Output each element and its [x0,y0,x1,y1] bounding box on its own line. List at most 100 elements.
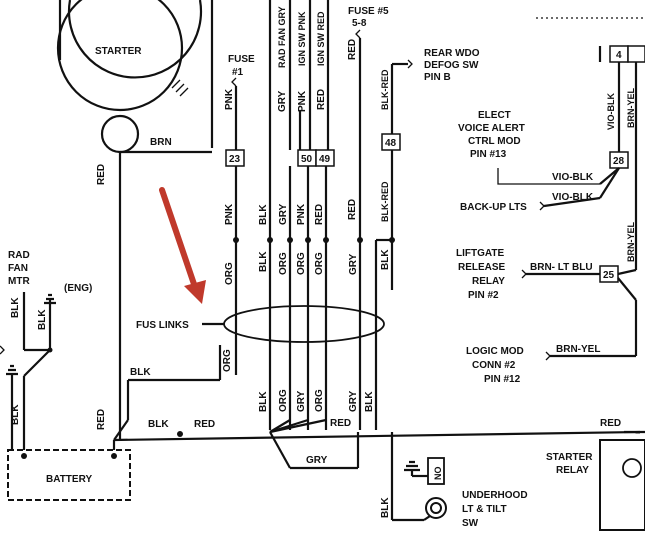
rad-fan-label-2: FAN [8,263,28,274]
fuse5-label-1: FUSE #5 [348,6,389,17]
wire-label-red-bus2: RED [330,418,351,429]
rad-fan-motor-group: RAD FAN MTR BLK BLK (ENG) BLK [6,250,92,450]
wire-label-blk-underhood: BLK [380,497,391,518]
battery-label: BATTERY [46,474,92,485]
wire-label-blk-c6b: BLK [364,391,375,412]
wire-label-red-starter: RED [96,164,107,185]
liftgate-label-3: RELAY [472,276,505,287]
elect-voice-label-4: PIN #13 [470,149,507,160]
liftgate-label-1: LIFTGATE [456,248,504,259]
battery-ground-icon [6,364,18,376]
fuse5-label-2: 5-8 [352,18,367,29]
wire-label-blk-c1: BLK [258,204,269,225]
elect-voice-label-3: CTRL MOD [468,136,521,147]
wire-label-red-relay: RED [600,418,621,429]
wire-label-pnk-fuse1: PNK [224,88,235,110]
wire-label-blk-eng: BLK [37,309,48,330]
starter-body [56,0,184,112]
wire-label-red-5: RED [347,199,358,220]
wire-label-blk-rad: BLK [10,297,21,318]
red-arrow-icon [159,187,206,304]
fus-links-label: FUS LINKS [136,320,189,331]
elect-voice-label-1: ELECT [478,110,511,121]
wire-label-blk-bat: BLK [10,404,21,425]
connector-49-label: 49 [319,154,331,165]
liftgate-label-4: PIN #2 [468,290,499,301]
wire-label-brn-yel-logic: BRN-YEL [556,344,600,355]
logic-mod-label-1: LOGIC MOD [466,346,524,357]
wire-label-pnk-c3: PNK [296,203,307,225]
connector-50-label: 50 [301,154,313,165]
wire-label-vio-blk-1: VIO-BLK [552,172,594,183]
eng-ground-label: (ENG) [64,283,92,294]
fuse1-label-1: FUSE [228,54,255,65]
wire-label-red-fuse5: RED [347,39,358,60]
rad-fan-label-1: RAD [8,250,30,261]
underhood-label-3: SW [462,518,479,529]
wire-label-blk-bus: BLK [148,419,169,430]
wire-label-org-c4b: ORG [314,389,325,412]
logic-mod-label-3: PIN #12 [484,374,521,385]
wire-label-org-c2: ORG [278,252,289,275]
rear-wdo-label-2: DEFOG SW [424,60,479,71]
wire-label-blk-c1b: BLK [258,251,269,272]
wire-label-blk-red-mid: BLK-RED [380,181,390,222]
logic-mod-label-2: CONN #2 [472,360,516,371]
starter-relay-label-2: RELAY [556,465,589,476]
wire-label-red-c4: RED [314,204,325,225]
wire-label-gry-loop: GRY [306,455,328,466]
connector-48-label: 48 [385,138,397,149]
wire-label-ign-sw-red: IGN SW RED [316,11,326,66]
rear-wdo-label-3: PIN B [424,72,451,83]
underhood-switch: NO [404,457,447,521]
underhood-label-2: LT & TILT [462,504,507,515]
wire-label-red-battery: RED [96,409,107,430]
starter-motor: STARTER [56,0,203,154]
wire-label-blk-fus: BLK [130,367,151,378]
starter-solenoid [100,114,140,154]
wire-label-brn: BRN [150,137,172,148]
wire-label-gry-c5: GRY [348,253,359,275]
wire-label-pnk-top: PNK [297,90,308,112]
wire-label-gry-c2: GRY [278,203,289,225]
wire-label-brn-yel-mid: BRN-YEL [626,221,636,262]
battery-outline [7,449,131,501]
wire-label-brn-yel-top: BRN-YEL [626,87,636,128]
starter-relay-label-1: STARTER [546,452,593,463]
wire-label-gry-c5b: GRY [348,390,359,412]
wire-label-gry-top: GRY [277,90,288,112]
elect-voice-label-2: VOICE ALERT [458,123,525,134]
wire-label-pnk-23: PNK [224,203,235,225]
wire-label-red-top: RED [316,89,327,110]
wire-label-org-1: ORG [224,262,235,285]
fuse1-label-2: #1 [232,67,244,78]
eng-ground-icon [44,293,56,305]
wire-label-red-bus: RED [194,419,215,430]
rad-fan-label-3: MTR [8,276,30,287]
starter-relay-box [599,439,645,531]
wire-label-rad-fan-gry: RAD FAN GRY [277,6,287,68]
connector-4-label: 4 [616,50,622,61]
battery: BATTERY [7,449,131,501]
wire-label-gry-c3b: GRY [296,390,307,412]
liftgate-label-2: RELEASE [458,262,506,273]
backup-lts-label: BACK-UP LTS [460,202,527,213]
wire-label-blk-c6: BLK [380,249,391,270]
wire-label-vio-blk-v: VIO-BLK [606,93,616,130]
starter-ground-icon [171,79,189,97]
wire-label-vio-blk-2: VIO-BLK [552,192,594,203]
wire-label-ign-sw-pnk: IGN SW PNK [297,11,307,66]
underhood-label-1: UNDERHOOD [462,490,528,501]
wire-label-brn-lt-blu: BRN- LT BLU [530,262,593,273]
wire-label-blk-c1c: BLK [258,391,269,412]
wire-label-org-c2b: ORG [278,389,289,412]
wire-label-org-c3: ORG [296,252,307,275]
connector-25-label: 25 [603,270,615,281]
connector-23-label: 23 [229,154,241,165]
switch-no-label: NO [433,467,443,481]
rear-wdo-label-1: REAR WDO [424,48,480,59]
connector-28-label: 28 [613,156,625,167]
starter-label: STARTER [95,46,142,57]
underhood-ground-icon [404,460,420,472]
